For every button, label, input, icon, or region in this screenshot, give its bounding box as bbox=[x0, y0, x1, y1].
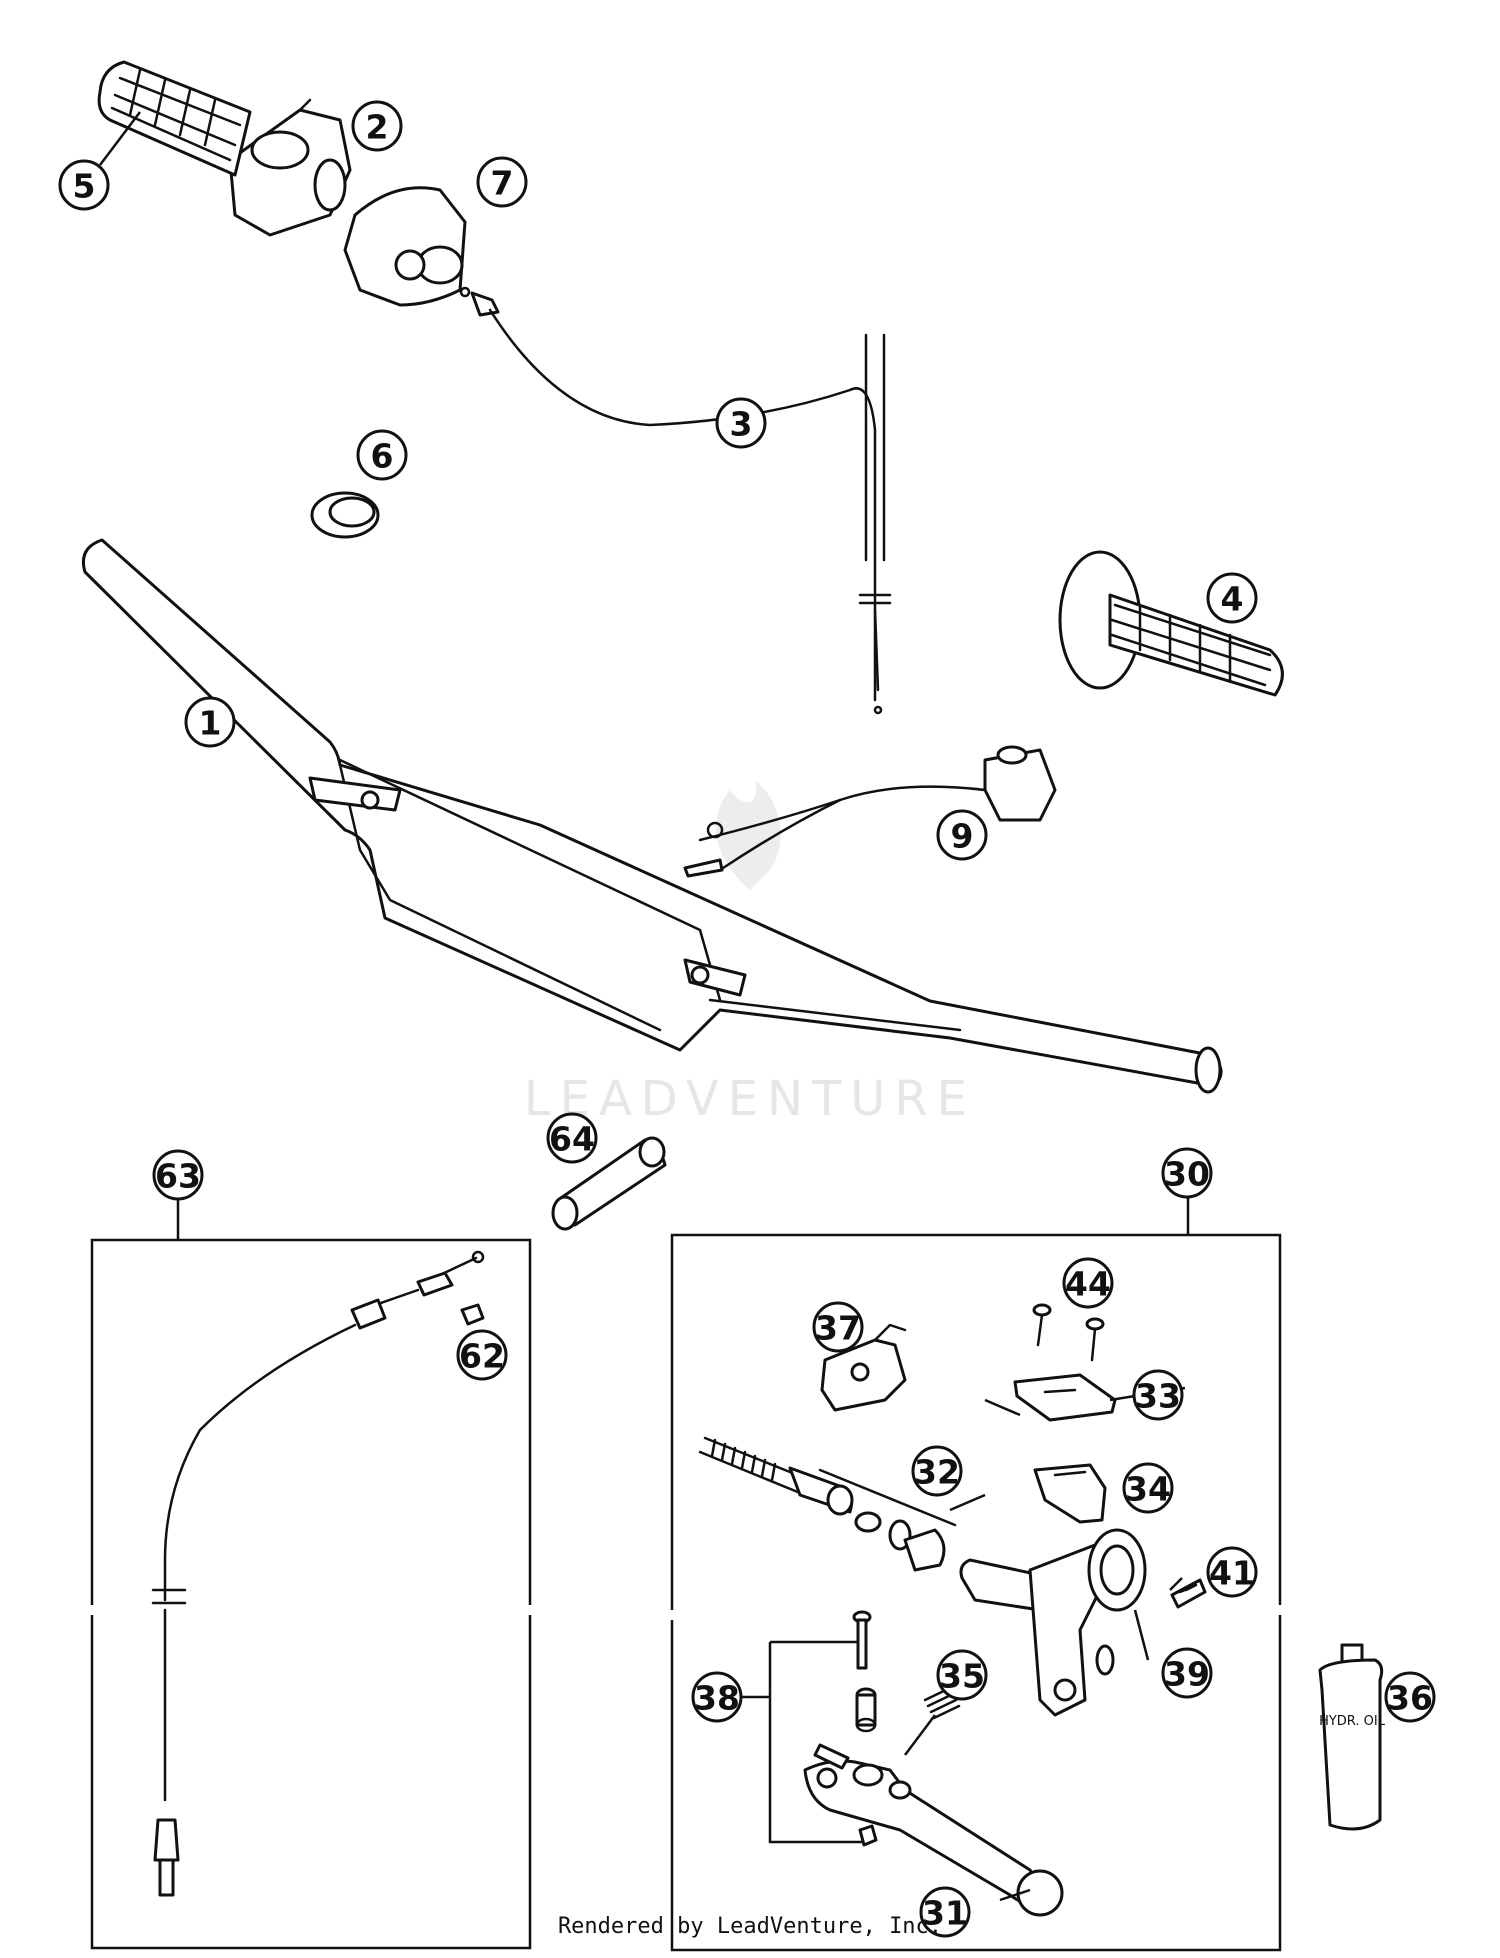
callout-4[interactable]: 4 bbox=[1206, 572, 1258, 624]
throttle-grip[interactable] bbox=[97, 60, 252, 177]
callout-5[interactable]: 5 bbox=[58, 159, 110, 211]
grip-end[interactable] bbox=[551, 1136, 667, 1231]
callout-63[interactable]: 63 bbox=[152, 1149, 204, 1201]
watermark-text: LEADVENTURE bbox=[524, 1071, 976, 1127]
handlebar[interactable] bbox=[81, 538, 1223, 1094]
footer-credit: Rendered by LeadVenture, Inc. bbox=[557, 1914, 943, 1939]
callout-30[interactable]: 30 bbox=[1161, 1147, 1213, 1199]
callout-3[interactable]: 3 bbox=[715, 397, 767, 449]
bottle-label: HYDR. OIL bbox=[1319, 1714, 1386, 1729]
callout-64[interactable]: 64 bbox=[546, 1112, 598, 1164]
kill-switch[interactable] bbox=[683, 745, 1057, 878]
callout-7[interactable]: 7 bbox=[476, 156, 528, 208]
callout-36[interactable]: 36 bbox=[1384, 1671, 1436, 1723]
clamp[interactable] bbox=[820, 1323, 907, 1412]
callout-38[interactable]: 38 bbox=[691, 1671, 743, 1723]
callout-39[interactable]: 39 bbox=[1161, 1647, 1213, 1699]
callout-2[interactable]: 2 bbox=[351, 100, 403, 152]
master-cylinder-box bbox=[670, 1198, 1282, 1952]
throttle-cable[interactable] bbox=[459, 286, 892, 715]
clutch-lever[interactable] bbox=[803, 1743, 1064, 1917]
adjuster-screw[interactable] bbox=[1170, 1578, 1207, 1609]
callout-44[interactable]: 44 bbox=[1062, 1257, 1114, 1309]
callout-41[interactable]: 41 bbox=[1206, 1546, 1258, 1598]
callout-37[interactable]: 37 bbox=[812, 1301, 864, 1353]
callout-32[interactable]: 32 bbox=[911, 1445, 963, 1497]
throttle-cover[interactable] bbox=[343, 186, 467, 307]
reservoir-cap[interactable] bbox=[1013, 1373, 1117, 1422]
piston-kit[interactable] bbox=[698, 1436, 957, 1572]
grip[interactable] bbox=[1058, 550, 1284, 697]
clutch-cable[interactable] bbox=[151, 1250, 485, 1897]
spring[interactable] bbox=[923, 1686, 961, 1720]
master-cylinder[interactable] bbox=[959, 1528, 1147, 1717]
pivot-hardware[interactable] bbox=[735, 1610, 878, 1847]
callout-1[interactable]: 1 bbox=[184, 696, 236, 748]
callout-6[interactable]: 6 bbox=[356, 429, 408, 481]
hydraulic-oil-bottle[interactable]: HYDR. OIL bbox=[1318, 1643, 1386, 1831]
callout-62[interactable]: 62 bbox=[456, 1329, 508, 1381]
adjuster-nut[interactable] bbox=[460, 1303, 485, 1326]
callout-33[interactable]: 33 bbox=[1132, 1369, 1184, 1421]
cover-screws[interactable] bbox=[1032, 1303, 1105, 1362]
ring[interactable] bbox=[310, 491, 380, 539]
callout-9[interactable]: 9 bbox=[936, 809, 988, 861]
throttle-housing[interactable] bbox=[228, 98, 352, 237]
callout-35[interactable]: 35 bbox=[936, 1649, 988, 1701]
clutch-cable-box bbox=[90, 1198, 532, 1950]
callout-34[interactable]: 34 bbox=[1122, 1462, 1174, 1514]
diaphragm[interactable] bbox=[1033, 1463, 1107, 1524]
